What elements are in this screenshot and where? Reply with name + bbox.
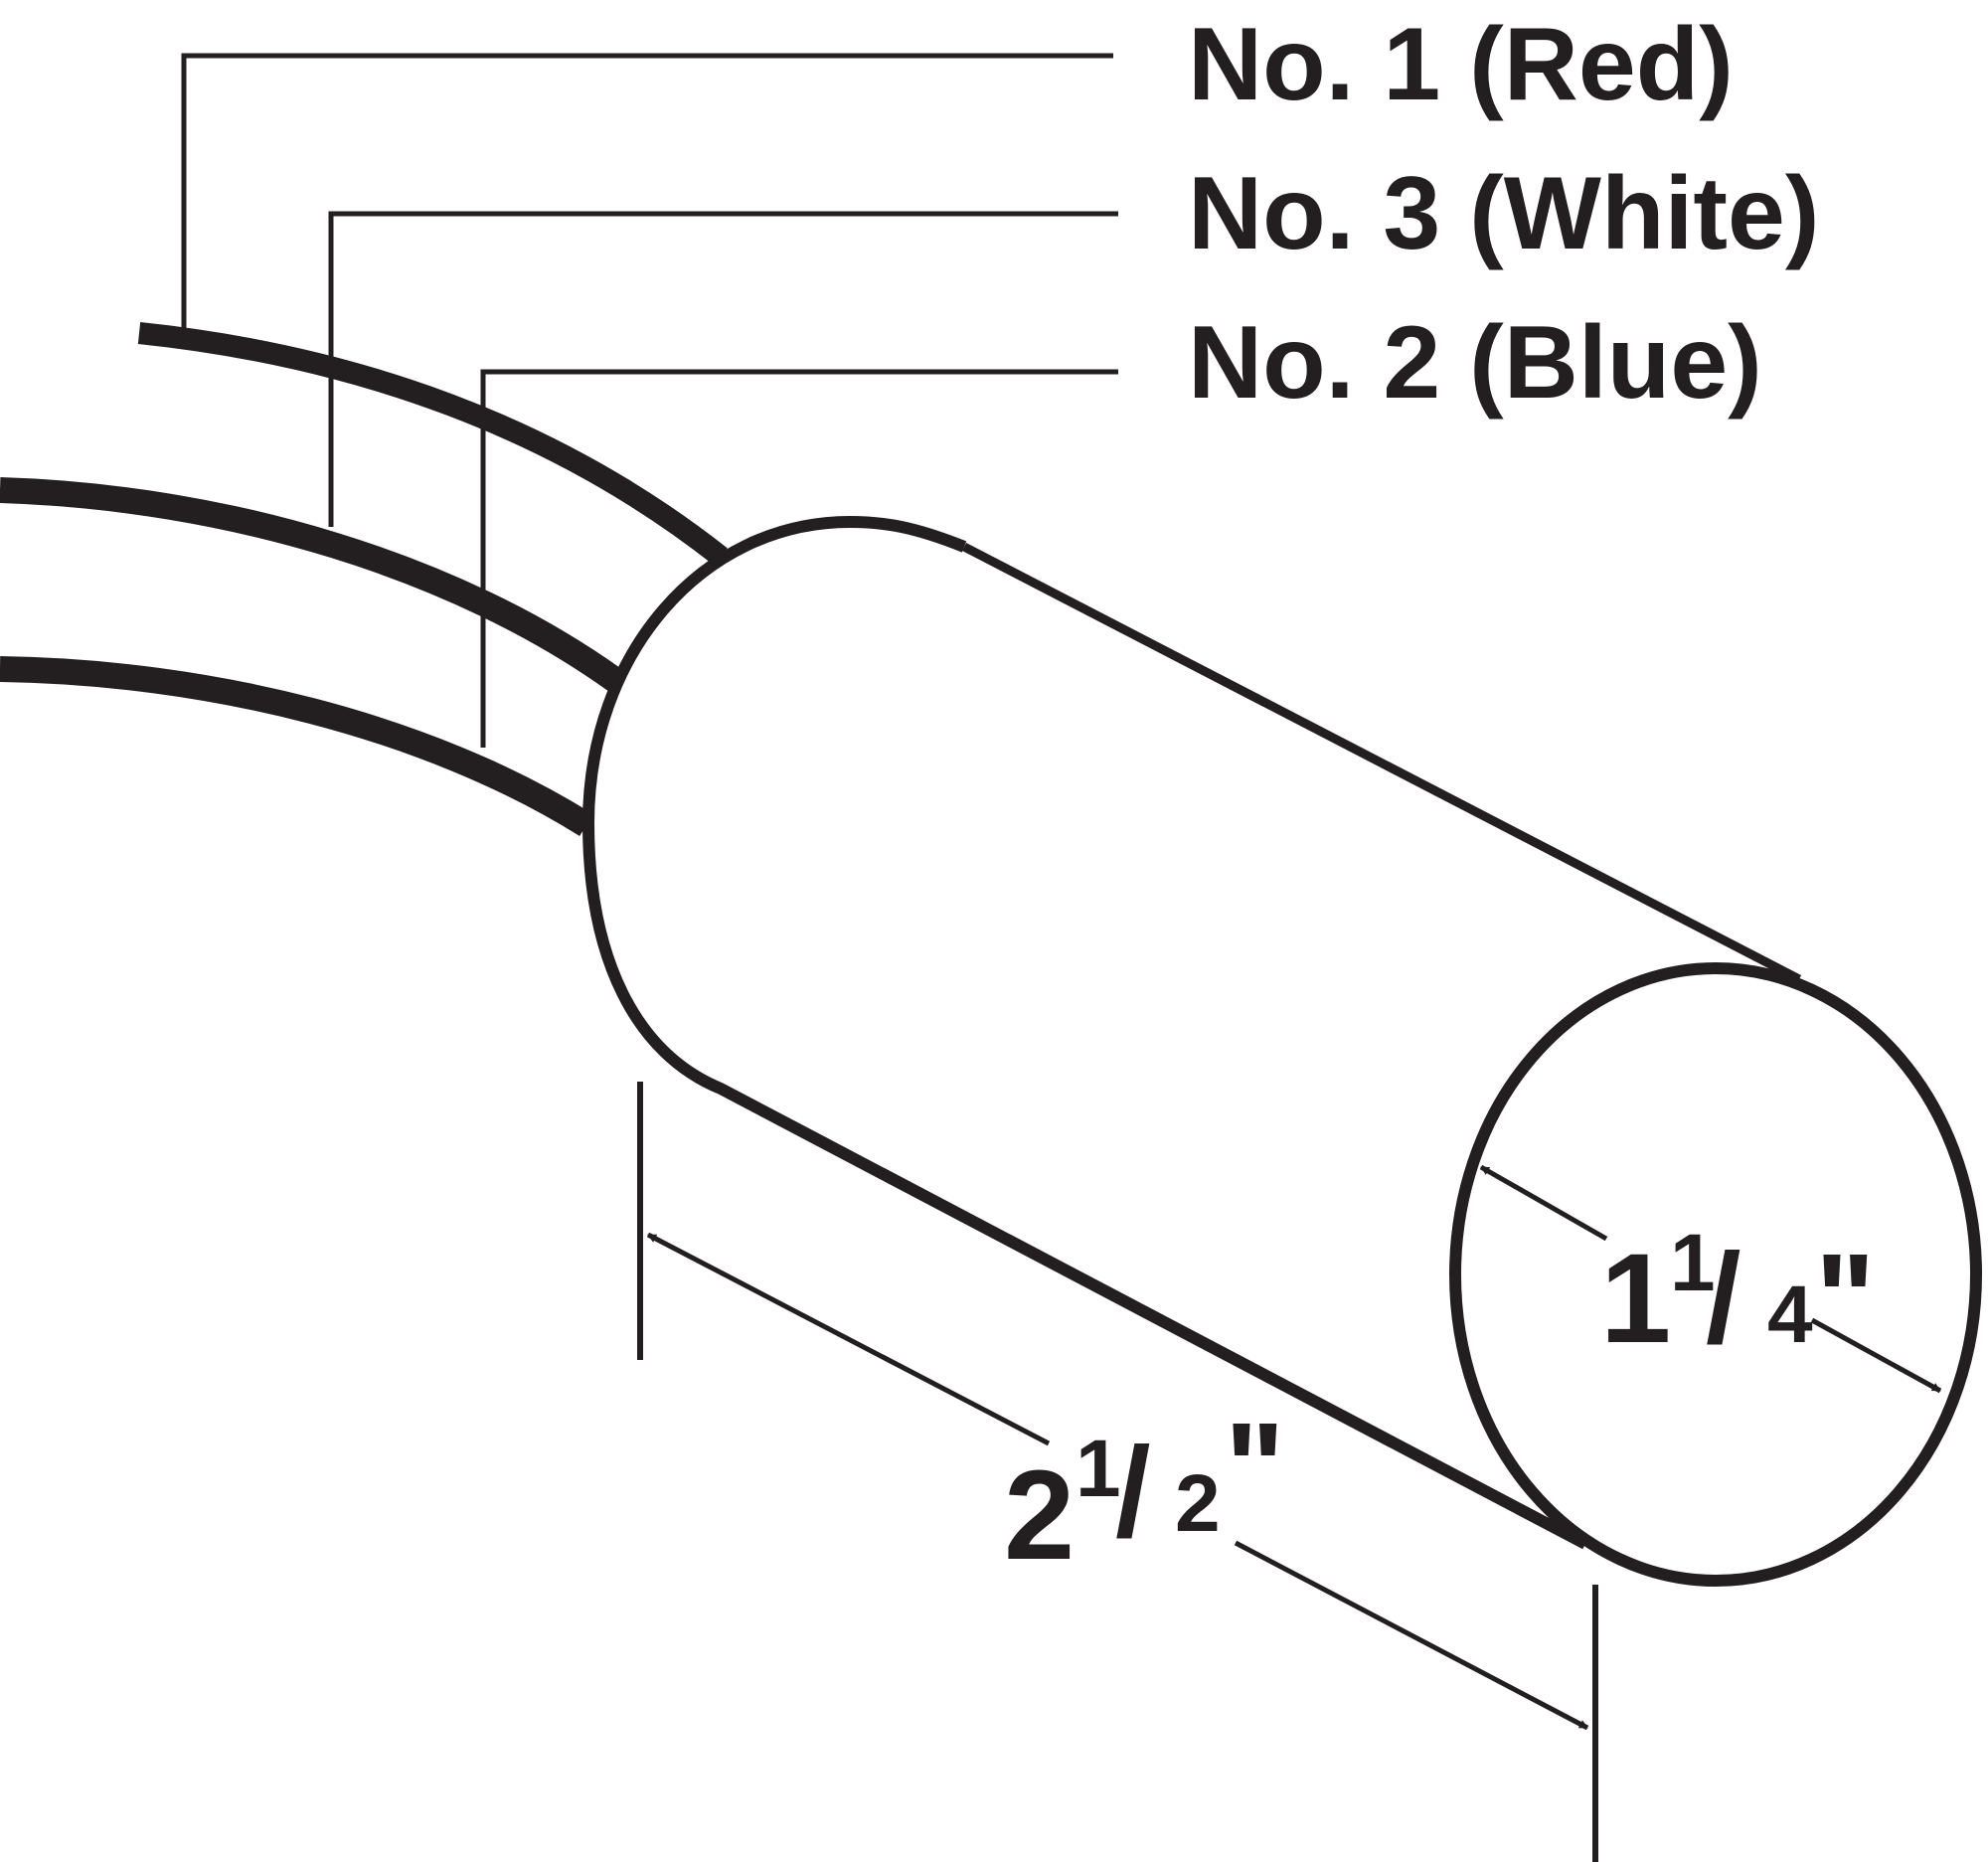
diameter-unit: ": [1815, 1228, 1876, 1370]
diameter-slash: /: [1706, 1228, 1741, 1370]
plug-body-top-edge: [961, 543, 1802, 983]
wire-red: [137, 322, 728, 566]
diameter-arrow-left: [1479, 1164, 1608, 1242]
length-slash: /: [1115, 1422, 1151, 1564]
leader-line-red: [181, 53, 1113, 328]
length-arrow-right: [1234, 1540, 1589, 1731]
diameter-label: 1 1 / 4 ": [1600, 1218, 1876, 1370]
diameter-denominator: 4: [1767, 1270, 1813, 1360]
length-arrow-left: [646, 1232, 1051, 1446]
wire-blue: [0, 656, 593, 837]
plug-body: [582, 516, 1588, 1550]
length-denominator: 2: [1175, 1458, 1221, 1549]
length-whole: 2: [1004, 1444, 1075, 1587]
diameter-arrow-right: [1810, 1317, 1942, 1394]
length-numerator: 1: [1076, 1424, 1121, 1514]
diameter-whole: 1: [1600, 1228, 1671, 1370]
length-label: 2 1 / 2 ": [1004, 1397, 1285, 1587]
wire-label-white: No. 3 (White): [1188, 156, 1819, 271]
leader-line-white: [328, 211, 1118, 527]
wire-label-blue: No. 2 (Blue): [1188, 305, 1762, 421]
diameter-numerator: 1: [1670, 1218, 1716, 1308]
wire-label-red: No. 1 (Red): [1188, 7, 1734, 122]
plug-end-face: [1449, 962, 1982, 1587]
leader-line-blue: [480, 369, 1118, 748]
wire-white: [0, 477, 624, 692]
length-unit: ": [1225, 1397, 1285, 1539]
